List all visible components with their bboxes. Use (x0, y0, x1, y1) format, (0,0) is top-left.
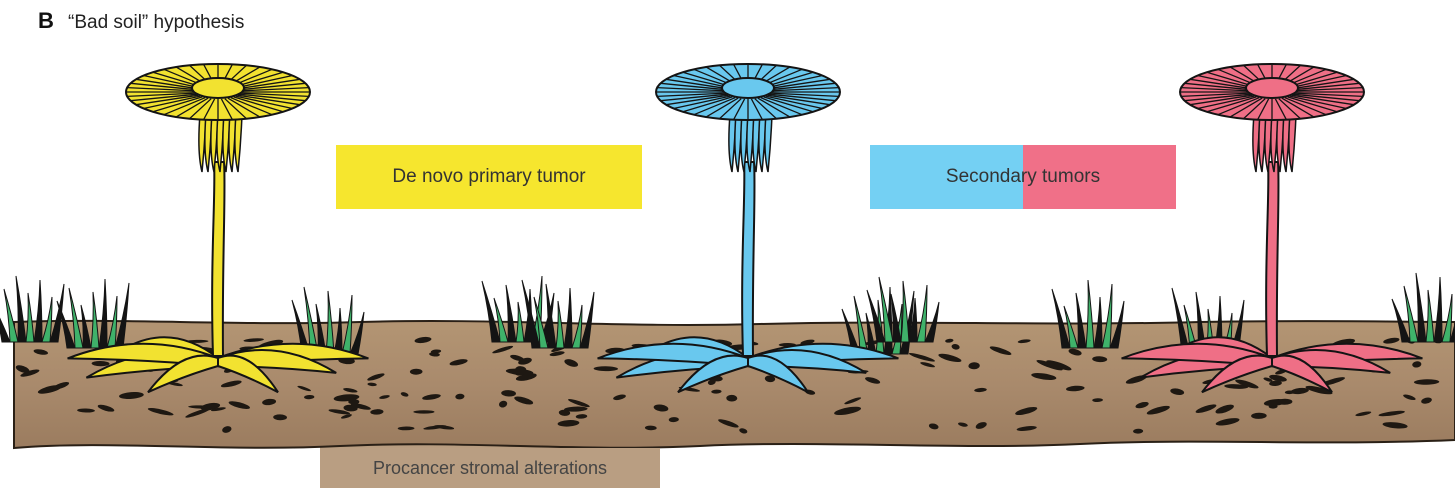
primary-tumor-label: De novo primary tumor (336, 145, 642, 209)
secondary-tumors-text: Secondary tumors (946, 166, 1100, 188)
stromal-alterations-label: Procancer stromal alterations (320, 448, 660, 488)
grass-clump (57, 279, 129, 348)
grass-clump (0, 276, 64, 342)
grass-clump (1052, 280, 1124, 348)
panel-letter: B (38, 8, 54, 34)
panel-title: “Bad soil” hypothesis (68, 12, 244, 34)
stromal-alterations-text: Procancer stromal alterations (373, 458, 607, 479)
secondary-tumors-label: Secondary tumors (870, 145, 1176, 209)
primary-tumor-text: De novo primary tumor (392, 166, 585, 188)
grass-clump (1392, 273, 1455, 342)
grass-clump (522, 280, 594, 348)
